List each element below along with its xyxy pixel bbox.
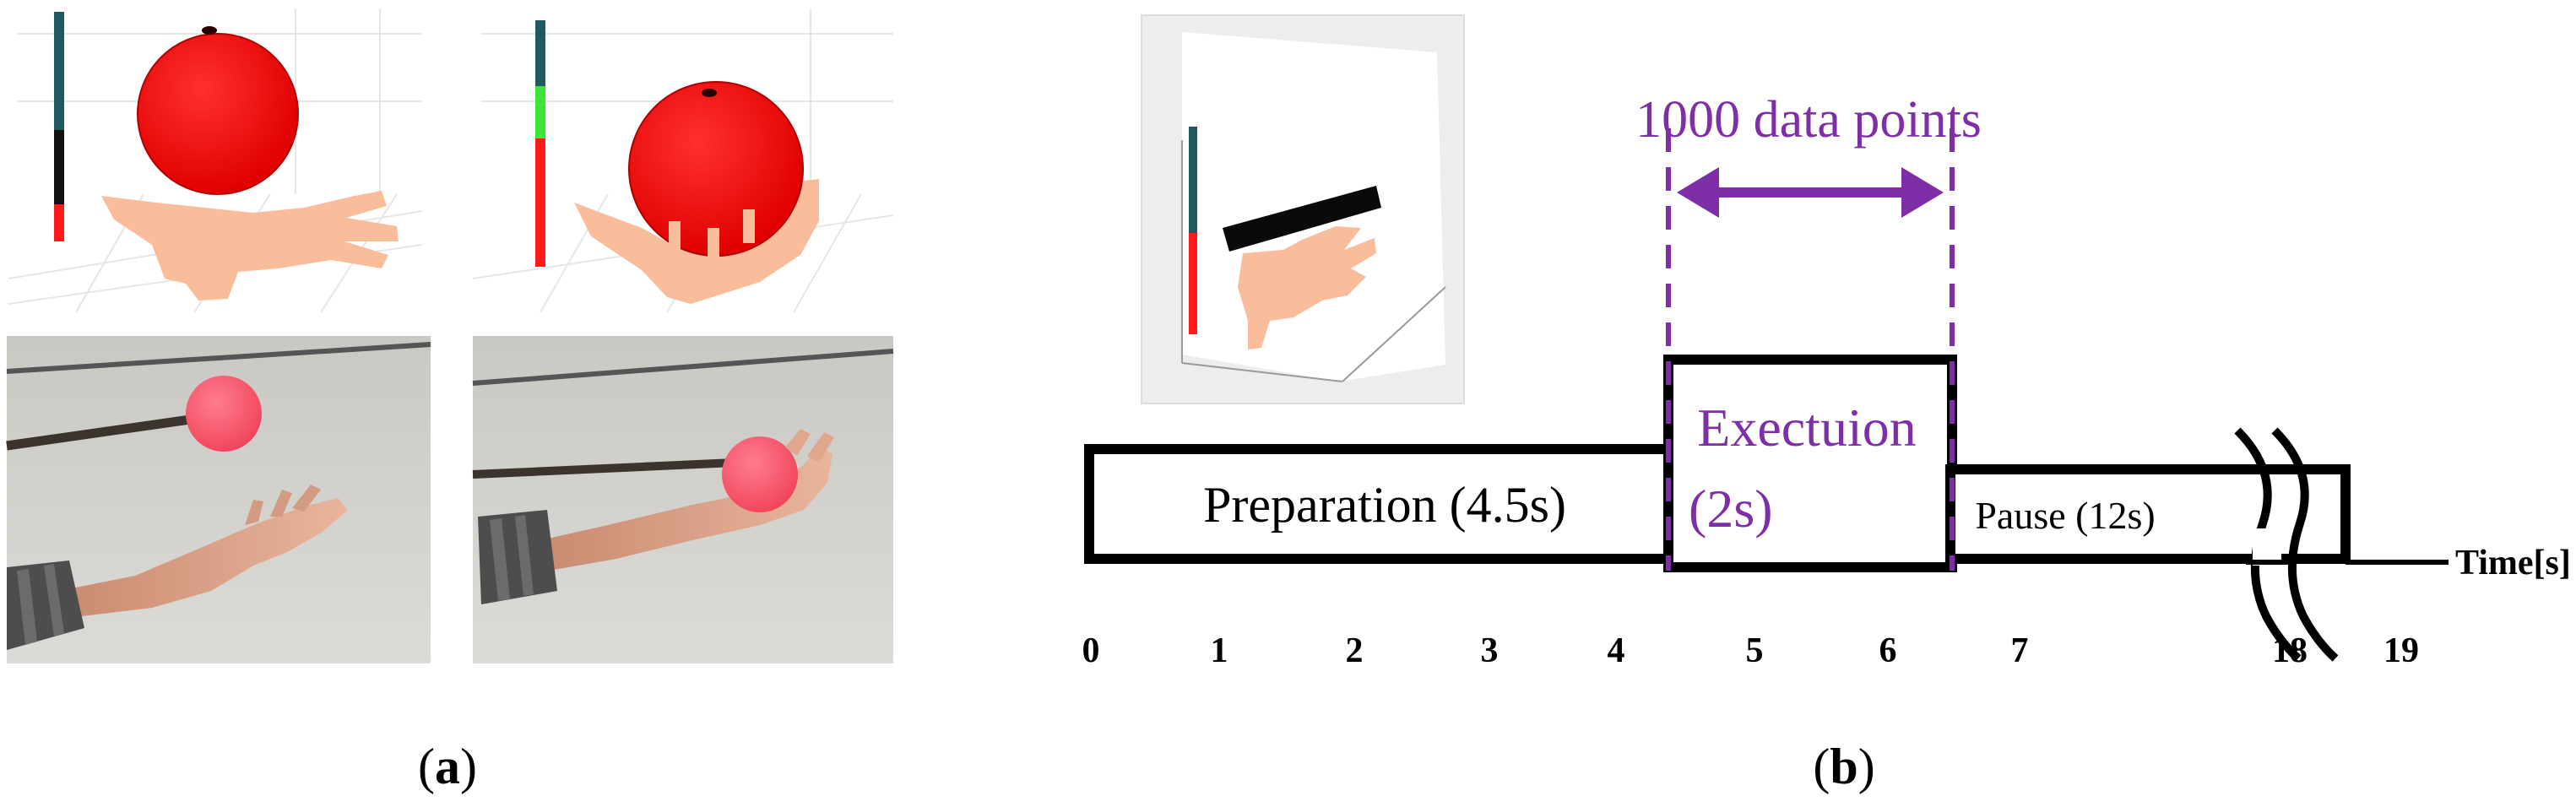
preparation-phase-box [1084,444,1673,564]
execution-phase-box [1663,355,1957,572]
pause-label: Pause (12s) [1975,494,2155,537]
photo-open-hand [6,336,431,663]
sim-render-open-hand [7,7,431,313]
tick-label: 5 [1746,631,1764,670]
state-bar-teal [54,12,64,130]
tick-label: 2 [1346,631,1364,670]
real-ball [186,376,262,452]
state-bar-teal [535,20,545,86]
state-bar-black [54,130,64,204]
panel-a: (a) [6,7,894,794]
tick-label: 3 [1481,631,1499,670]
virtual-finger [669,221,681,255]
double-arrow-icon [1677,167,1944,218]
panel-b: Time[s] Preparation (4.5s) Exectuion (2s… [1082,14,2571,794]
photo-grasp [472,336,894,663]
state-bar-red [1189,233,1197,334]
sim-render-inset [1141,14,1465,404]
virtual-hand [574,179,819,304]
tick-label: 7 [2011,631,2029,670]
tick-label: 4 [1608,631,1625,670]
virtual-hand [1238,226,1376,349]
panel-a-caption: (a) [418,739,477,794]
real-ball [722,436,798,512]
state-bar-teal [1189,127,1197,233]
real-arm [540,447,832,571]
tick-label: 0 [1082,631,1100,670]
data-window-annotation: 1000 data points [1635,91,1982,571]
virtual-finger [708,228,719,258]
virtual-ball [137,33,299,195]
tick-label: 1 [1211,631,1228,670]
virtual-bar-object [1223,186,1381,252]
tick-label: 6 [1879,631,1897,670]
preparation-label: Preparation (4.5s) [1203,477,1566,533]
virtual-hand [101,191,399,301]
tick-label: 18 [2272,631,2308,670]
data-points-label: 1000 data points [1635,91,1982,149]
axis-label: Time[s] [2455,544,2571,582]
state-bar-green [535,86,545,138]
execution-label-line2: (2s) [1689,479,1773,539]
tick-label: 19 [2383,631,2419,670]
real-arm [59,498,348,618]
execution-label-line1: Exectuion [1697,398,1916,458]
panel-b-caption: (b) [1813,739,1874,794]
sim-render-grasp [472,7,894,313]
state-bar-red [54,204,64,241]
tick-labels: 0 1 2 3 4 5 6 7 18 19 [1082,631,2420,670]
state-bar-red [535,138,545,267]
virtual-finger [743,209,755,243]
